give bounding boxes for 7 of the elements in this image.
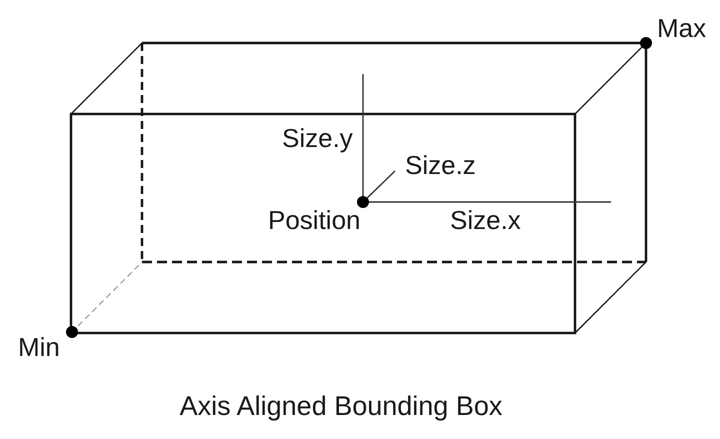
axis-label: Size.x: [450, 207, 521, 233]
figure-caption: Axis Aligned Bounding Box: [180, 393, 502, 420]
corner-label: Max: [657, 15, 706, 41]
corner-label: Min: [18, 334, 60, 360]
axis-label: Size.y: [282, 125, 353, 151]
axis-label: Size.z: [405, 152, 476, 178]
point-label: Position: [268, 207, 360, 233]
